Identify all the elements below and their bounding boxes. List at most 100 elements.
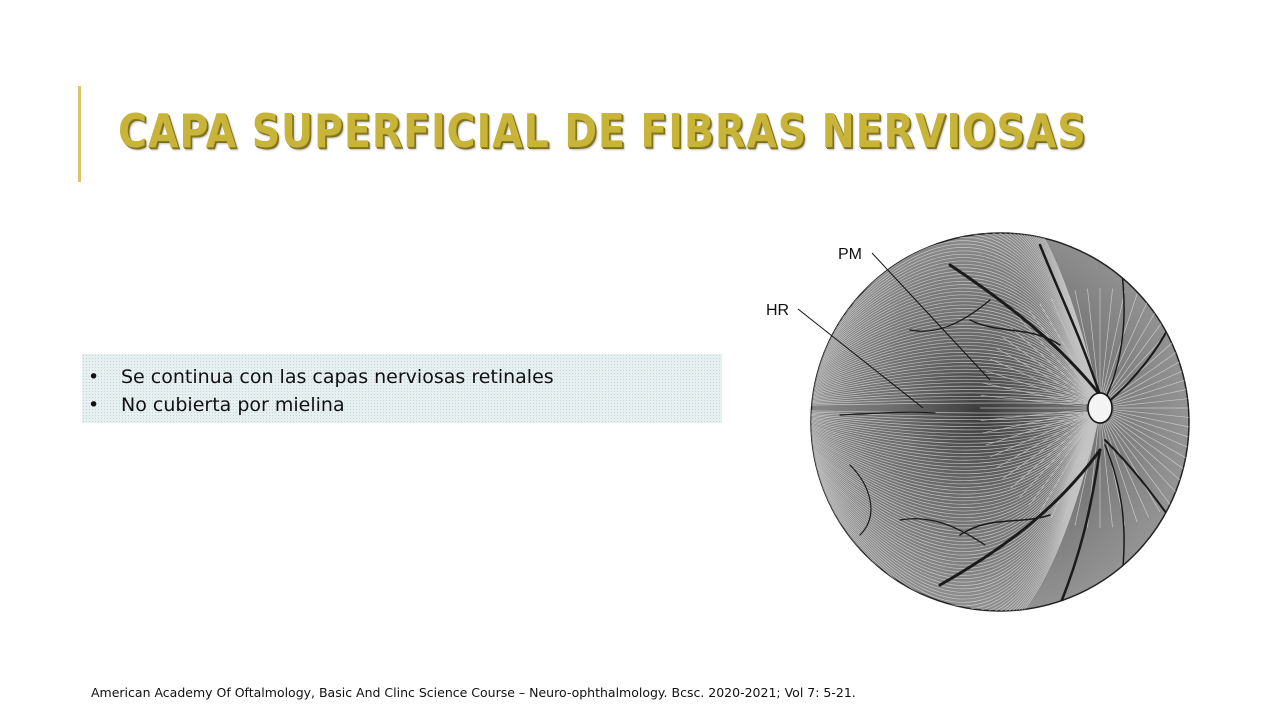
nerve-fiber-line <box>1113 382 1189 406</box>
nerve-fiber-line <box>811 409 1101 458</box>
nerve-fiber-line <box>1039 303 1094 395</box>
nerve-fiber-line <box>811 335 1101 407</box>
nerve-fiber-line <box>811 379 1101 407</box>
nerve-fiber-line <box>1002 337 1089 399</box>
nerve-fiber-line <box>811 409 1101 508</box>
nerve-fiber-line <box>980 409 1087 421</box>
title-accent-bar <box>78 86 81 182</box>
nerve-fiber-line <box>811 409 1101 417</box>
nerve-fiber-line <box>1112 414 1189 458</box>
nerve-fiber-line <box>811 409 1101 461</box>
nerve-fiber-line <box>1109 419 1181 498</box>
nerve-fiber-line <box>995 415 1089 469</box>
nerve-fiber-line <box>811 382 1101 407</box>
nerve-fiber-line <box>1103 423 1138 523</box>
nerve-fiber-line <box>985 370 1087 404</box>
nerve-fiber-line <box>1101 288 1113 393</box>
nerve-fiber-line <box>1112 358 1189 402</box>
nerve-fiber-line <box>811 409 1101 505</box>
nerve-fiber-line <box>811 321 1101 407</box>
label-hr: HR <box>766 302 924 409</box>
nerve-fiber-line <box>1039 421 1094 513</box>
nerve-fiber-line <box>811 362 1101 407</box>
nerve-fiber-line <box>811 409 1101 573</box>
nerve-fiber-line <box>811 409 1101 498</box>
nerve-fiber-line <box>811 409 1101 424</box>
nerve-fiber-line <box>811 409 1101 492</box>
nerve-fiber-line <box>811 372 1101 407</box>
nerve-fiber-line <box>811 409 1101 512</box>
nerve-fiber-line <box>1107 420 1171 506</box>
nerve-fiber-line <box>811 304 1101 407</box>
nerve-fiber-line <box>811 409 1101 522</box>
nerve-fiber-line <box>811 331 1101 407</box>
nerve-fiber-line <box>811 409 1101 546</box>
slide-title: CAPA SUPERFICIAL DE FIBRAS NERVIOSAS <box>118 104 1087 158</box>
nerve-fiber-line <box>811 409 1101 485</box>
nerve-fiber-line <box>811 385 1101 407</box>
svg-text:PM: PM <box>838 246 862 263</box>
nerve-fiber-line <box>1113 412 1189 446</box>
nerve-fiber-line <box>811 345 1101 407</box>
nerve-fiber-line <box>811 409 1101 475</box>
nerve-fiber-line <box>990 358 1088 402</box>
nerve-fiber-line <box>811 399 1101 407</box>
svg-text:HR: HR <box>766 302 789 319</box>
nerve-fiber-line <box>811 409 1101 431</box>
nerve-fiber-line <box>1074 423 1098 526</box>
retina-nerve-fiber-illustration: PM HR <box>766 232 1190 612</box>
nerve-fiber-line <box>811 409 1101 583</box>
bullet-text: No cubierta por mielina <box>121 394 345 416</box>
nerve-fiber-line <box>811 409 1101 464</box>
nerve-fiber-line <box>811 368 1101 407</box>
label-pm: PM <box>838 246 991 381</box>
nerve-fiber-line <box>811 338 1101 407</box>
nerve-fiber-line <box>811 409 1101 542</box>
nerve-fiber-line <box>1106 421 1161 513</box>
nerve-fiber-line <box>1103 293 1138 393</box>
nerve-fiber-line <box>811 328 1101 407</box>
nerve-fiber-line <box>811 409 1101 556</box>
nerve-fiber-line <box>811 365 1101 407</box>
nerve-fiber-line <box>811 409 1101 593</box>
nerve-fiber-line <box>811 409 1101 448</box>
nerve-fiber-line <box>811 409 1101 444</box>
nerve-fiber-line <box>811 409 1101 559</box>
nerve-fiber-line <box>811 352 1101 407</box>
bullet-box: • Se continua con las capas nerviosas re… <box>82 354 722 423</box>
nerve-fiber-line <box>811 409 1101 414</box>
nerve-fiber-line <box>811 409 1101 532</box>
bullet-dot: • <box>88 394 100 416</box>
nerve-fiber-line <box>995 347 1089 401</box>
optic-disc <box>1087 392 1113 424</box>
nerve-fiber-line <box>1062 423 1097 523</box>
nerve-fiber-line <box>990 414 1088 458</box>
nerve-fiber-line <box>980 395 1087 407</box>
nerve-fiber-line <box>811 409 1101 471</box>
nerve-fiber-line <box>811 409 1101 549</box>
nerve-fiber-line <box>811 409 1101 488</box>
nerve-fiber-line <box>811 409 1101 437</box>
bullet-text: Se continua con las capas nerviosas reti… <box>121 366 554 388</box>
nerve-fiber-line <box>1010 327 1090 398</box>
nerve-fiber-line <box>811 324 1101 407</box>
nerve-fiber-line <box>811 409 1101 586</box>
nerve-fiber-line <box>811 294 1101 407</box>
nerve-fiber-line <box>811 402 1101 407</box>
nerve-fiber-line <box>1113 409 1189 421</box>
nerve-fiber-line <box>811 358 1101 407</box>
nerve-fiber-line <box>1019 419 1091 498</box>
nerve-fiber-line <box>1105 422 1150 518</box>
citation-footer: American Academy Of Oftalmology, Basic A… <box>91 685 856 700</box>
nerve-fiber-line <box>1050 422 1095 518</box>
nerve-fiber-line <box>1002 417 1089 479</box>
nerve-fiber-line <box>811 409 1101 539</box>
nerve-fiber-line <box>811 409 1101 434</box>
nerve-fiber-line <box>811 409 1101 441</box>
fundus-disc <box>810 232 1190 612</box>
nerve-fiber-line <box>811 409 1101 576</box>
nerve-fiber-line <box>811 409 1101 519</box>
nerve-fiber-line <box>811 301 1101 407</box>
nerve-fiber-line <box>1029 420 1093 506</box>
bullet-item: • Se continua con las capas nerviosas re… <box>88 363 722 391</box>
